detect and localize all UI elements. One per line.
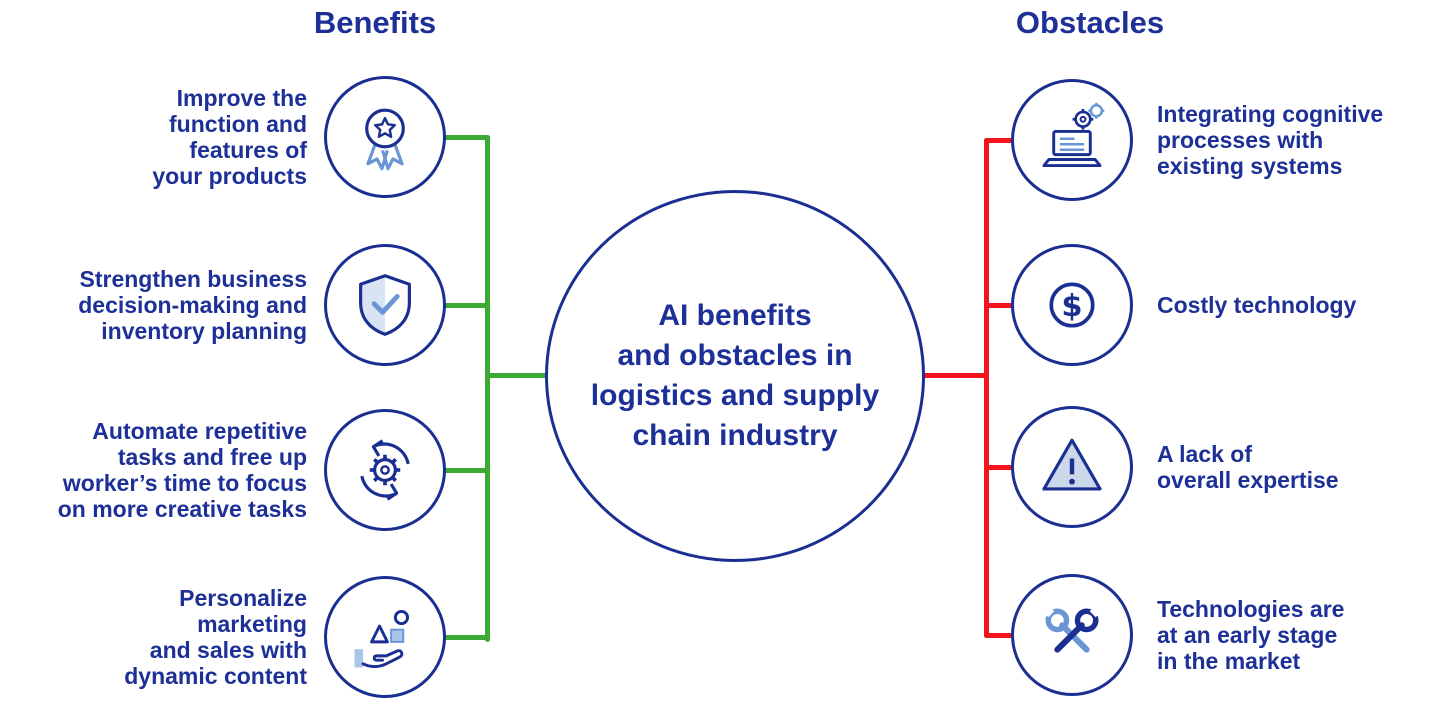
benefits-connector-stub-4 [440,635,490,640]
benefit-text-3: Automate repetitive tasks and free up wo… [57,418,307,522]
benefits-connector-stub-2 [440,303,490,308]
obstacles-connector-stub-2 [984,303,1016,308]
benefit-item-1 [324,76,446,198]
obstacle-text-3: A lack of overall expertise [1157,441,1339,493]
obstacles-header: Obstacles [1015,5,1165,40]
diagram-title: AI benefits and obstacles in logistics a… [590,299,880,452]
obstacles-connector-stub-3 [984,465,1016,470]
benefit-text-1: Improve the function and features of you… [152,85,307,189]
benefit-text-4: Personalize marketing and sales with dyn… [124,585,307,689]
obstacle-item-3 [1011,406,1133,528]
tools-icon [1039,602,1105,653]
obstacle-text-2: Costly technology [1157,292,1357,318]
benefits-connector-to-center [485,373,550,378]
center-circle: AI benefits and obstacles in logistics a… [545,190,925,562]
obstacle-text-4: Technologies are at an early stage in th… [1157,596,1345,674]
warning-icon [1042,438,1102,491]
obstacle-item-1 [1011,79,1133,201]
obstacle-item-2: $ [1011,244,1133,366]
obstacle-text-1: Integrating cognitive processes with exi… [1157,101,1384,179]
svg-text:$: $ [1061,289,1082,324]
benefit-item-2 [324,244,446,366]
obstacles-connector-stub-4 [984,633,1016,638]
obstacles-connector-to-center [922,373,989,378]
automation-icon [360,439,410,501]
obstacles-connector-stub-1 [984,138,1016,143]
hand-shapes-icon [354,609,410,669]
obstacles-connector-vertical [984,138,989,638]
laptop-gears-icon [1042,102,1105,168]
shield-check-icon [359,274,411,336]
benefits-header: Benefits [313,5,437,40]
benefit-item-3 [324,409,446,531]
dollar-icon: $ [1049,282,1095,328]
benefits-connector-stub-1 [440,135,490,140]
benefit-text-2: Strengthen business decision-making and … [78,266,307,344]
award-icon [365,108,405,171]
benefit-item-4 [324,576,446,698]
benefits-connector-vertical [485,135,490,642]
obstacle-item-4 [1011,574,1133,696]
benefits-connector-stub-3 [440,468,490,473]
